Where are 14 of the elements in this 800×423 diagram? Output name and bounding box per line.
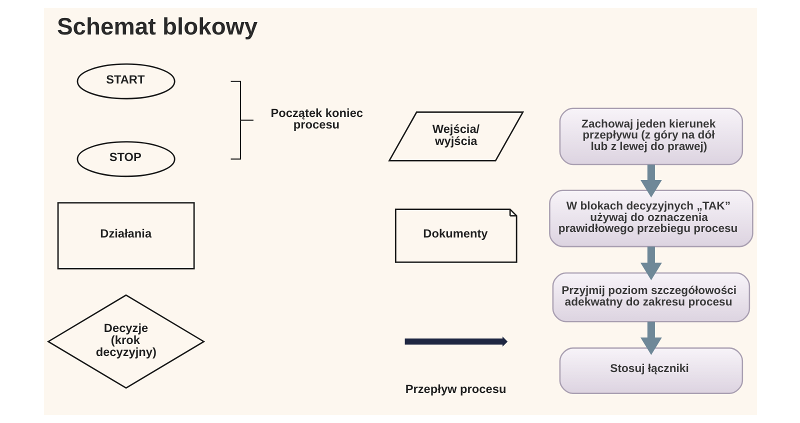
label: Początek koniec procesu bbox=[270, 106, 363, 132]
arrow bbox=[640, 322, 662, 356]
node-ellipse: STOP bbox=[76, 141, 175, 178]
node-ellipse: START bbox=[76, 63, 175, 100]
arrow bbox=[640, 246, 662, 280]
node-diamond: Decyzje (krok decyzyjny) bbox=[46, 294, 205, 389]
diagram-title: Schemat blokowy bbox=[56, 14, 258, 41]
node-box: W blokach decyzyjnych „TAK” używaj do oznaczenia prawidłowego przebiegu procesu bbox=[548, 190, 753, 248]
node-box: Zachowaj jeden kierunek przepływu (z góry na dół lub z lewej do prawej) bbox=[558, 108, 743, 166]
node-box: Stosuj łączniki bbox=[558, 347, 743, 394]
node-box: Przyjmij poziom szczegółowości adekwatny do zakresu procesu bbox=[552, 272, 750, 322]
node-box: Działania bbox=[56, 202, 194, 270]
arrow bbox=[640, 164, 662, 198]
legend-label: Przepływ procesu bbox=[404, 382, 506, 396]
